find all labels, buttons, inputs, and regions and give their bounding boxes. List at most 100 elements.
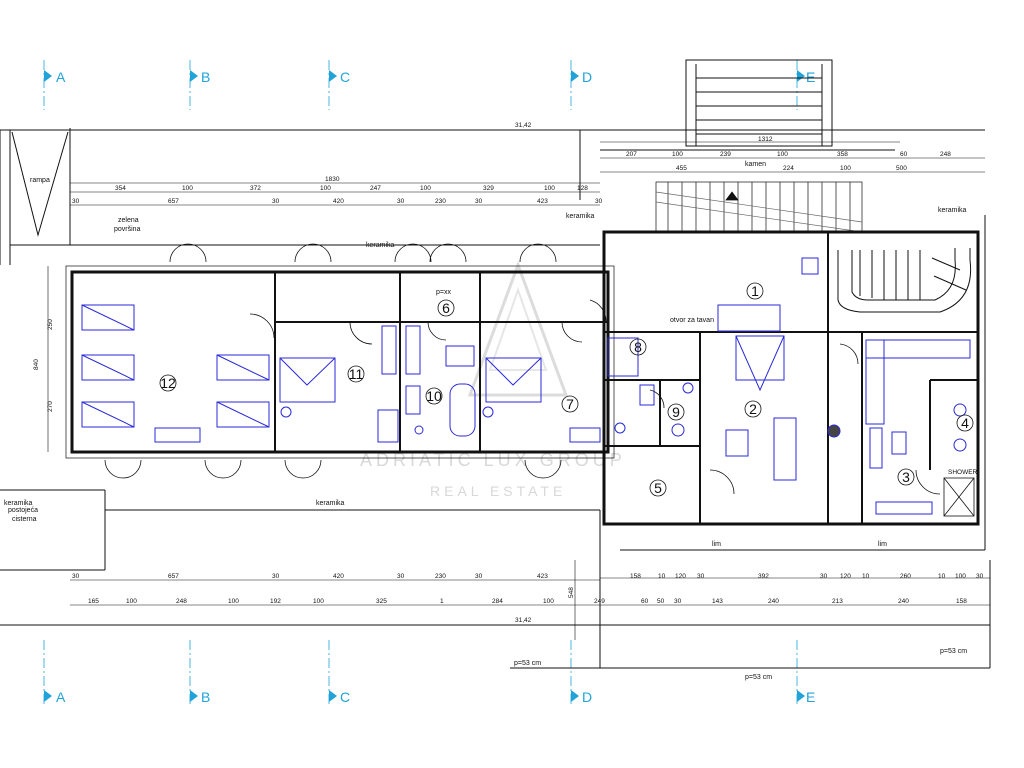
watermark-line1: ADRIATIC LUX GROUP [360,450,626,470]
east-wing-walls [602,230,980,526]
east-wing-interior [604,232,978,524]
label-cisterna: cisterna [12,516,37,523]
watermark: ADRIATIC LUX GROUP REAL ESTATE [360,260,626,499]
watermark-line2: REAL ESTATE [430,483,566,499]
dim-r1-1: 100 [672,151,683,158]
plan-labels: rampa zelena površina keramika keramika … [4,161,978,681]
dim-r2-2: 100 [840,165,851,172]
label-shower: SHOWER [948,469,978,476]
dim-t2-5: 230 [435,198,446,205]
dim-rb2-1: 50 [657,598,665,605]
label-keramika-top: keramika [366,242,395,249]
axis-label-d-top: D [582,69,592,85]
label-keramika-bottom: keramika [316,500,345,507]
dim-t2-6: 30 [475,198,483,205]
axis-lines [43,60,798,705]
west-wing-outline [65,265,615,459]
dim-total-top: 31,42 [515,122,532,129]
dim-total-bottom: 31,42 [515,617,532,624]
axis-label-e-top: E [806,69,815,85]
dim-t1-5: 100 [420,185,431,192]
dim-rb1-2: 120 [675,573,686,580]
dim-rb1-8: 260 [900,573,911,580]
dim-rb2-7: 158 [956,598,967,605]
room-5: 5 [654,480,662,496]
dim-b2-2: 248 [176,598,187,605]
room-3: 3 [902,469,910,485]
axis-label-a-top: A [56,69,66,85]
dim-rb2-4: 240 [768,598,779,605]
dim-t2-2: 30 [272,198,280,205]
axis-label-b-top: B [201,69,210,85]
dim-rb2-2: 30 [674,598,682,605]
dim-rb1-9: 10 [938,573,946,580]
hatched-terrace [655,181,863,233]
label-rampa: rampa [30,177,50,184]
room-numbers [159,282,974,497]
dim-rb1-10: 100 [955,573,966,580]
dim-b1-5: 230 [435,573,446,580]
axis-label-e-bottom: E [806,689,815,705]
room-4: 4 [961,415,969,431]
dim-rb1-7: 10 [862,573,870,580]
dim-rb2-0: 60 [641,598,649,605]
label-p53-3: p=53 cm [940,648,967,655]
spiral-stair [837,248,972,313]
dim-b2-4: 192 [270,598,281,605]
dim-r1-2: 239 [720,151,731,158]
dim-v-840: 840 [33,359,40,370]
dim-rb1-0: 158 [630,573,641,580]
axis-markers-top: A B C D E [44,69,815,85]
axis-label-d-bottom: D [582,689,592,705]
dim-b1-7: 423 [537,573,548,580]
west-wing-walls [70,270,610,454]
dim-b2-5: 100 [313,598,324,605]
dim-t1-0: 354 [115,185,126,192]
axis-markers-bottom: A B C D E [44,689,815,705]
dim-b2-7: 1 [440,598,444,605]
dim-b2-0: 165 [88,598,99,605]
label-p53-2: p=53 cm [745,674,772,681]
dim-t2-1: 657 [168,198,179,205]
label-kamen: kamen [745,161,766,168]
dim-b1-2: 30 [272,573,280,580]
dim-b1-6: 30 [475,573,483,580]
dim-1830: 1830 [325,176,340,183]
dim-1312: 1312 [758,136,773,143]
doors [104,243,941,495]
dim-rb2-5: 213 [832,598,843,605]
dim-b1-3: 420 [333,573,344,580]
dim-t1-4: 247 [370,185,381,192]
dim-t2-0: 30 [72,198,80,205]
axis-label-c-top: C [340,69,350,85]
label-lim-2: lim [878,541,887,548]
dim-t2-8: 30 [595,198,603,205]
dim-r2-0: 455 [676,165,687,172]
site-lines [0,128,991,669]
dim-v-548: 548 [568,587,575,598]
dim-r1-3: 100 [777,151,788,158]
dim-b1-1: 657 [168,573,179,580]
dim-b2-1: 100 [126,598,137,605]
dim-r1-6: 248 [940,151,951,158]
dim-t2-4: 30 [397,198,405,205]
label-keramika-right: keramika [566,213,595,220]
dim-rb1-5: 30 [820,573,828,580]
dim-r2-1: 224 [783,165,794,172]
dim-rb2-3: 143 [712,598,723,605]
dim-t1-2: 372 [250,185,261,192]
label-zelena: zelena [118,217,139,224]
dim-b1-0: 30 [72,573,80,580]
room-2: 2 [749,401,757,417]
dim-t2-7: 423 [537,198,548,205]
axis-label-a-bottom: A [56,689,66,705]
entrance-stair [685,59,833,147]
dim-v-270: 270 [47,401,54,412]
dim-v-250: 250 [47,319,54,330]
bottom-dimensions: 30 657 30 420 30 230 30 423 165 100 248 … [72,573,984,624]
vertical-dimensions: 840 250 270 548 [33,319,575,598]
axis-label-c-bottom: C [340,689,350,705]
room-9: 9 [672,404,680,420]
label-otvor: otvor za tavan [670,317,714,324]
dim-r1-4: 358 [837,151,848,158]
